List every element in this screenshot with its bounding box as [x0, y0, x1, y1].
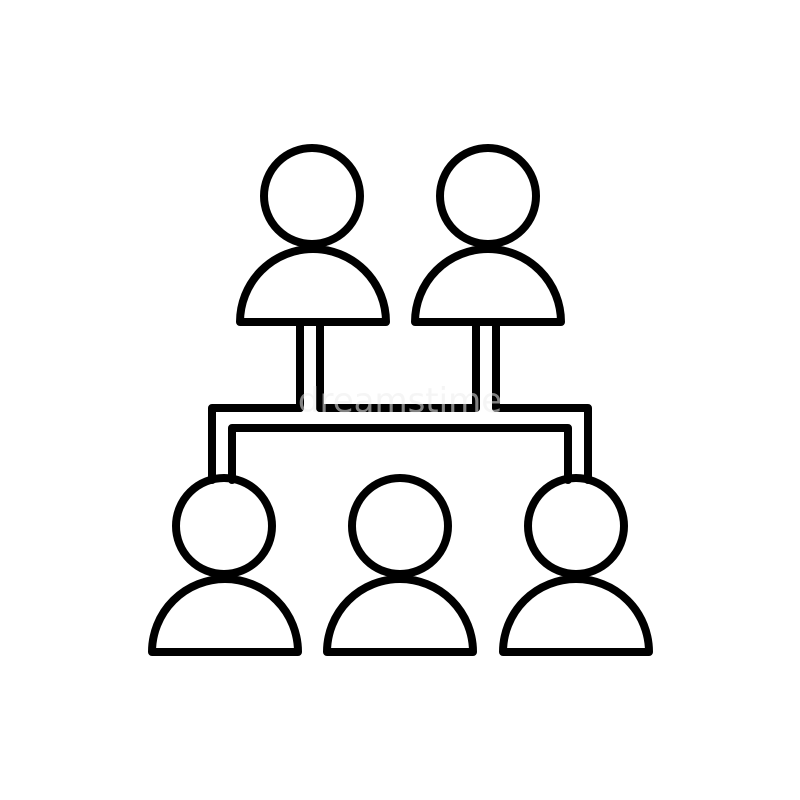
- person-bottom-right-head: [524, 474, 628, 578]
- watermark-text: dreamstime: [298, 381, 502, 421]
- connector-right-stem: [472, 318, 500, 412]
- hierarchy-connectors: [208, 318, 592, 484]
- connector-left-stem: [296, 318, 324, 412]
- person-top-left-body: [236, 245, 390, 326]
- person-bottom-right: [499, 474, 653, 656]
- person-bottom-left-body: [148, 575, 302, 656]
- person-bottom-right-body: [499, 575, 653, 656]
- person-top-left-head: [260, 144, 364, 248]
- person-bottom-left-head: [172, 474, 276, 578]
- connector-outer-bar: [208, 404, 592, 484]
- person-top-right-head: [436, 144, 540, 248]
- person-bottom-left: [148, 474, 302, 656]
- person-top-right-body: [411, 245, 565, 326]
- connector-inner-bar: [228, 424, 572, 484]
- person-bottom-center-head: [348, 474, 452, 578]
- person-bottom-center: [323, 474, 477, 656]
- person-top-left: [236, 144, 390, 326]
- person-bottom-center-body: [323, 575, 477, 656]
- person-top-right: [411, 144, 565, 326]
